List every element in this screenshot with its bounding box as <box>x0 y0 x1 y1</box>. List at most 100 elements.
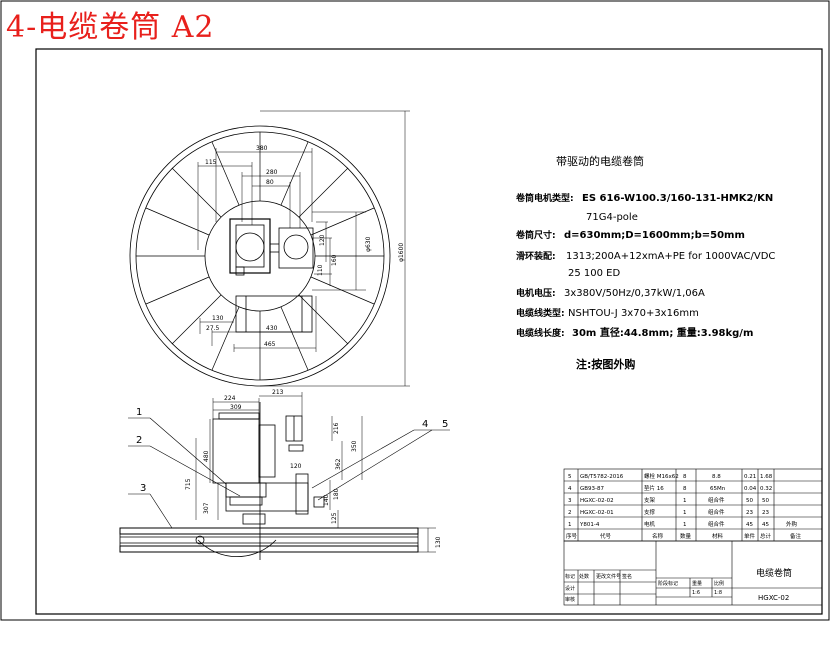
balloon-2: 2 <box>136 435 142 446</box>
title-block <box>563 540 823 606</box>
spec-value-0: ES 616-W100.3/160-131-HMK2/KN <box>582 193 773 204</box>
dim-phi1600: φ1600 <box>398 243 405 262</box>
svg-text:支撑: 支撑 <box>644 508 656 516</box>
dim-130-side: 130 <box>435 536 442 548</box>
front-dimension-lines <box>197 110 410 387</box>
svg-text:总计: 总计 <box>760 532 772 540</box>
spec-label-0: 卷筒电机类型: <box>515 192 574 204</box>
svg-text:处数: 处数 <box>579 573 589 580</box>
drawing-name: 电缆卷筒 <box>756 567 792 579</box>
svg-text:标记: 标记 <box>565 573 575 580</box>
svg-text:2: 2 <box>568 510 572 516</box>
dim-350: 350 <box>351 440 358 452</box>
dim-180: 180 <box>333 488 340 500</box>
svg-text:8.8: 8.8 <box>712 474 721 480</box>
dim-480: 480 <box>203 450 210 462</box>
front-dimension-labels: 380 115 280 80 130 430 465 27.5 120 160 … <box>205 145 405 348</box>
dim-362: 362 <box>335 458 342 470</box>
svg-text:螺栓 M16x62: 螺栓 M16x62 <box>644 472 679 480</box>
svg-text:代号: 代号 <box>600 532 612 540</box>
svg-text:阶段标记: 阶段标记 <box>658 580 678 587</box>
outer-frame <box>0 0 830 621</box>
spec-label-6: 电缆线类型: <box>516 307 565 319</box>
dim-430: 430 <box>266 325 278 332</box>
balloon-1: 1 <box>136 407 142 418</box>
svg-text:比例: 比例 <box>714 580 724 587</box>
dim-140: 140 <box>323 494 330 506</box>
dim-120: 120 <box>319 234 326 246</box>
svg-text:50: 50 <box>762 498 769 504</box>
svg-text:Y801-4: Y801-4 <box>579 522 600 528</box>
dim-110: 110 <box>317 264 324 276</box>
spec-label-5: 电机电压: <box>516 287 556 299</box>
svg-text:数量: 数量 <box>680 532 692 540</box>
side-view <box>119 402 419 560</box>
sheet-title: 4-电缆卷筒 A2 <box>6 10 215 45</box>
svg-text:1:8: 1:8 <box>714 590 722 596</box>
dim-160: 160 <box>331 254 338 266</box>
svg-text:GB/T5782-2016: GB/T5782-2016 <box>580 474 624 480</box>
svg-text:GB93-87: GB93-87 <box>580 486 605 492</box>
spec-value-5: 3x380V/50Hz/0,37kW/1,06A <box>564 288 705 299</box>
dim-120-side: 120 <box>290 463 302 470</box>
spec-label-2: 卷筒尺寸: <box>515 229 556 241</box>
dim-130: 130 <box>212 315 224 322</box>
reel-front-view <box>129 125 391 387</box>
dim-630: φ630 <box>365 236 372 252</box>
balloon-3: 3 <box>140 483 146 494</box>
spec-value-6: NSHTOU-J 3x70+3x16mm <box>568 308 699 319</box>
svg-text:外购: 外购 <box>786 520 798 528</box>
svg-text:重量: 重量 <box>692 580 702 587</box>
spec-block: 带驱动的电缆卷筒 卷筒电机类型: ES 616-W100.3/160-131-H… <box>515 154 775 371</box>
svg-text:电机: 电机 <box>644 520 656 528</box>
svg-text:45: 45 <box>762 522 769 528</box>
dim-115: 115 <box>205 159 217 166</box>
svg-text:1.68: 1.68 <box>760 474 773 480</box>
part-balloons: 1 2 3 4 5 <box>136 407 448 494</box>
svg-text:组合件: 组合件 <box>708 520 725 528</box>
title-block-text: 标记 处数 更改文件号 签名 设计 审核 阶段标记 重量 比例 1:6 1:8 … <box>565 567 792 603</box>
svg-text:设计: 设计 <box>565 585 575 592</box>
svg-text:45: 45 <box>746 522 753 528</box>
svg-text:支架: 支架 <box>644 496 656 504</box>
svg-text:5: 5 <box>568 474 572 480</box>
dim-80: 80 <box>266 179 274 186</box>
svg-text:组合件: 组合件 <box>708 508 725 516</box>
spec-label-7: 电缆线长度: <box>516 327 565 339</box>
svg-text:序号: 序号 <box>566 532 578 540</box>
spec-label-3: 滑环装配: <box>516 250 556 262</box>
svg-text:更改文件号: 更改文件号 <box>596 573 621 580</box>
part-leaders <box>128 417 450 529</box>
side-dimension-labels: 224 213 309 216 480 362 350 715 307 120 … <box>185 389 442 548</box>
dim-309: 309 <box>230 404 242 411</box>
svg-text:0.04: 0.04 <box>744 486 757 492</box>
balloon-4: 4 <box>422 419 428 430</box>
svg-text:垫片 16: 垫片 16 <box>644 484 664 492</box>
dim-280: 280 <box>266 169 278 176</box>
svg-text:1: 1 <box>683 510 687 516</box>
svg-text:备注: 备注 <box>790 532 802 540</box>
dim-380: 380 <box>256 145 268 152</box>
svg-text:0.21: 0.21 <box>744 474 756 480</box>
svg-text:HGXC-02-01: HGXC-02-01 <box>580 510 614 516</box>
svg-text:0.32: 0.32 <box>760 486 772 492</box>
side-dimension-lines <box>195 392 436 553</box>
bom-row: 5 GB/T5782-2016 螺栓 M16x62 8 8.8 0.21 1.68 <box>568 472 773 480</box>
svg-text:组合件: 组合件 <box>708 496 725 504</box>
svg-text:65Mn: 65Mn <box>710 486 726 492</box>
svg-text:8: 8 <box>683 474 687 480</box>
spec-value-7: 30m 直径:44.8mm; 重量:3.98kg/m <box>572 326 753 339</box>
svg-text:HGXC-02-02: HGXC-02-02 <box>580 498 614 504</box>
dim-715: 715 <box>185 478 192 490</box>
svg-text:1: 1 <box>568 522 572 528</box>
spec-value-1: 71G4-pole <box>586 212 638 223</box>
svg-text:23: 23 <box>746 510 753 516</box>
spec-value-2: d=630mm;D=1600mm;b=50mm <box>564 230 745 241</box>
dim-216: 216 <box>333 422 340 434</box>
drawing-number: HGXC-02 <box>758 594 789 602</box>
svg-text:单件: 单件 <box>744 532 756 540</box>
